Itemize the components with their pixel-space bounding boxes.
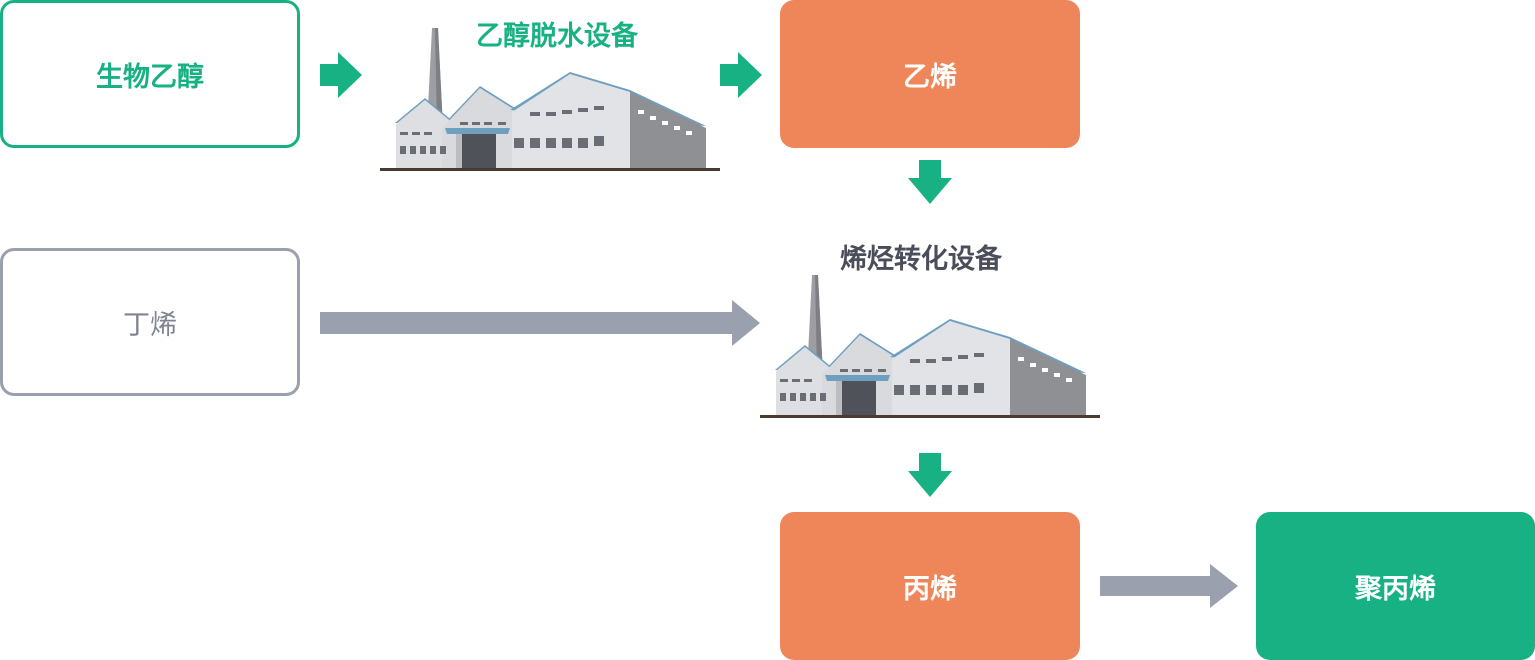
arrow-down-icon [908, 160, 952, 204]
bioethanol-label: 生物乙醇 [96, 61, 204, 93]
propylene-box: 丙烯 [780, 512, 1080, 660]
propylene-label: 丙烯 [903, 573, 957, 605]
factory-icon [380, 28, 720, 171]
bioethanol-box: 生物乙醇 [0, 0, 300, 148]
arrow-right-icon [1100, 564, 1238, 608]
arrow-right-icon [320, 300, 760, 346]
ethanol-dehydration-label: 乙醇脱水设备 [476, 21, 638, 52]
ethylene-label: 乙烯 [903, 61, 957, 93]
arrow-down-icon [908, 453, 952, 497]
factory-icon [760, 275, 1100, 418]
polypropylene-label: 聚丙烯 [1355, 573, 1436, 605]
butene-box: 丁烯 [0, 248, 300, 396]
arrow-right-icon [720, 52, 762, 98]
ethylene-box: 乙烯 [780, 0, 1080, 148]
olefin-conversion-label: 烯烃转化设备 [840, 244, 1002, 275]
arrow-right-icon [320, 52, 362, 98]
butene-label: 丁烯 [123, 309, 177, 341]
polypropylene-box: 聚丙烯 [1256, 512, 1535, 660]
